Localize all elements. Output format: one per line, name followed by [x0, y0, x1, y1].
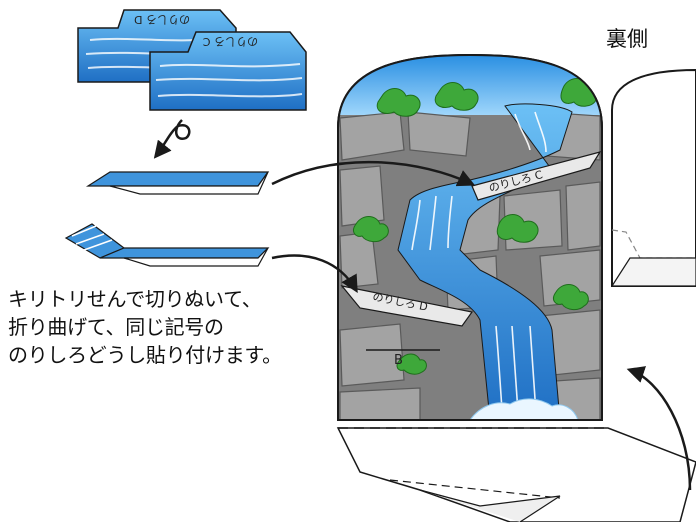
svg-text:のりしろ D: のりしろ D: [134, 13, 190, 26]
folded-strip-c: [85, 171, 270, 195]
water-strip-front: のりしろ C: [149, 31, 307, 111]
tab-b-label: B: [394, 353, 403, 368]
fold-arrow-icon: [153, 119, 191, 159]
instruction-line-1: キリトリせんで切りぬいて、: [8, 287, 262, 311]
arrow-to-tab-c: [271, 160, 476, 187]
instruction-line-3: のりしろどうし貼り付けます。: [8, 343, 282, 367]
bottom-fold-flaps: [336, 427, 696, 522]
instruction-line-2: 折り曲げて、同じ記号の: [8, 315, 224, 339]
folded-strip-d: [64, 223, 270, 267]
svg-text:のりしろ C: のりしろ C: [203, 35, 258, 48]
connector-arrows: [271, 160, 692, 491]
arrow-to-tab-d: [271, 254, 358, 294]
arrow-to-back: [626, 366, 692, 491]
back-side-panel: 裏側: [606, 27, 696, 287]
waterfall-scene: のりしろ C のりしろ D B: [337, 53, 603, 421]
instruction-text: キリトリせんで切りぬいて、 折り曲げて、同じ記号の のりしろどうし貼り付けます。: [8, 287, 282, 367]
back-side-label: 裏側: [606, 27, 648, 51]
